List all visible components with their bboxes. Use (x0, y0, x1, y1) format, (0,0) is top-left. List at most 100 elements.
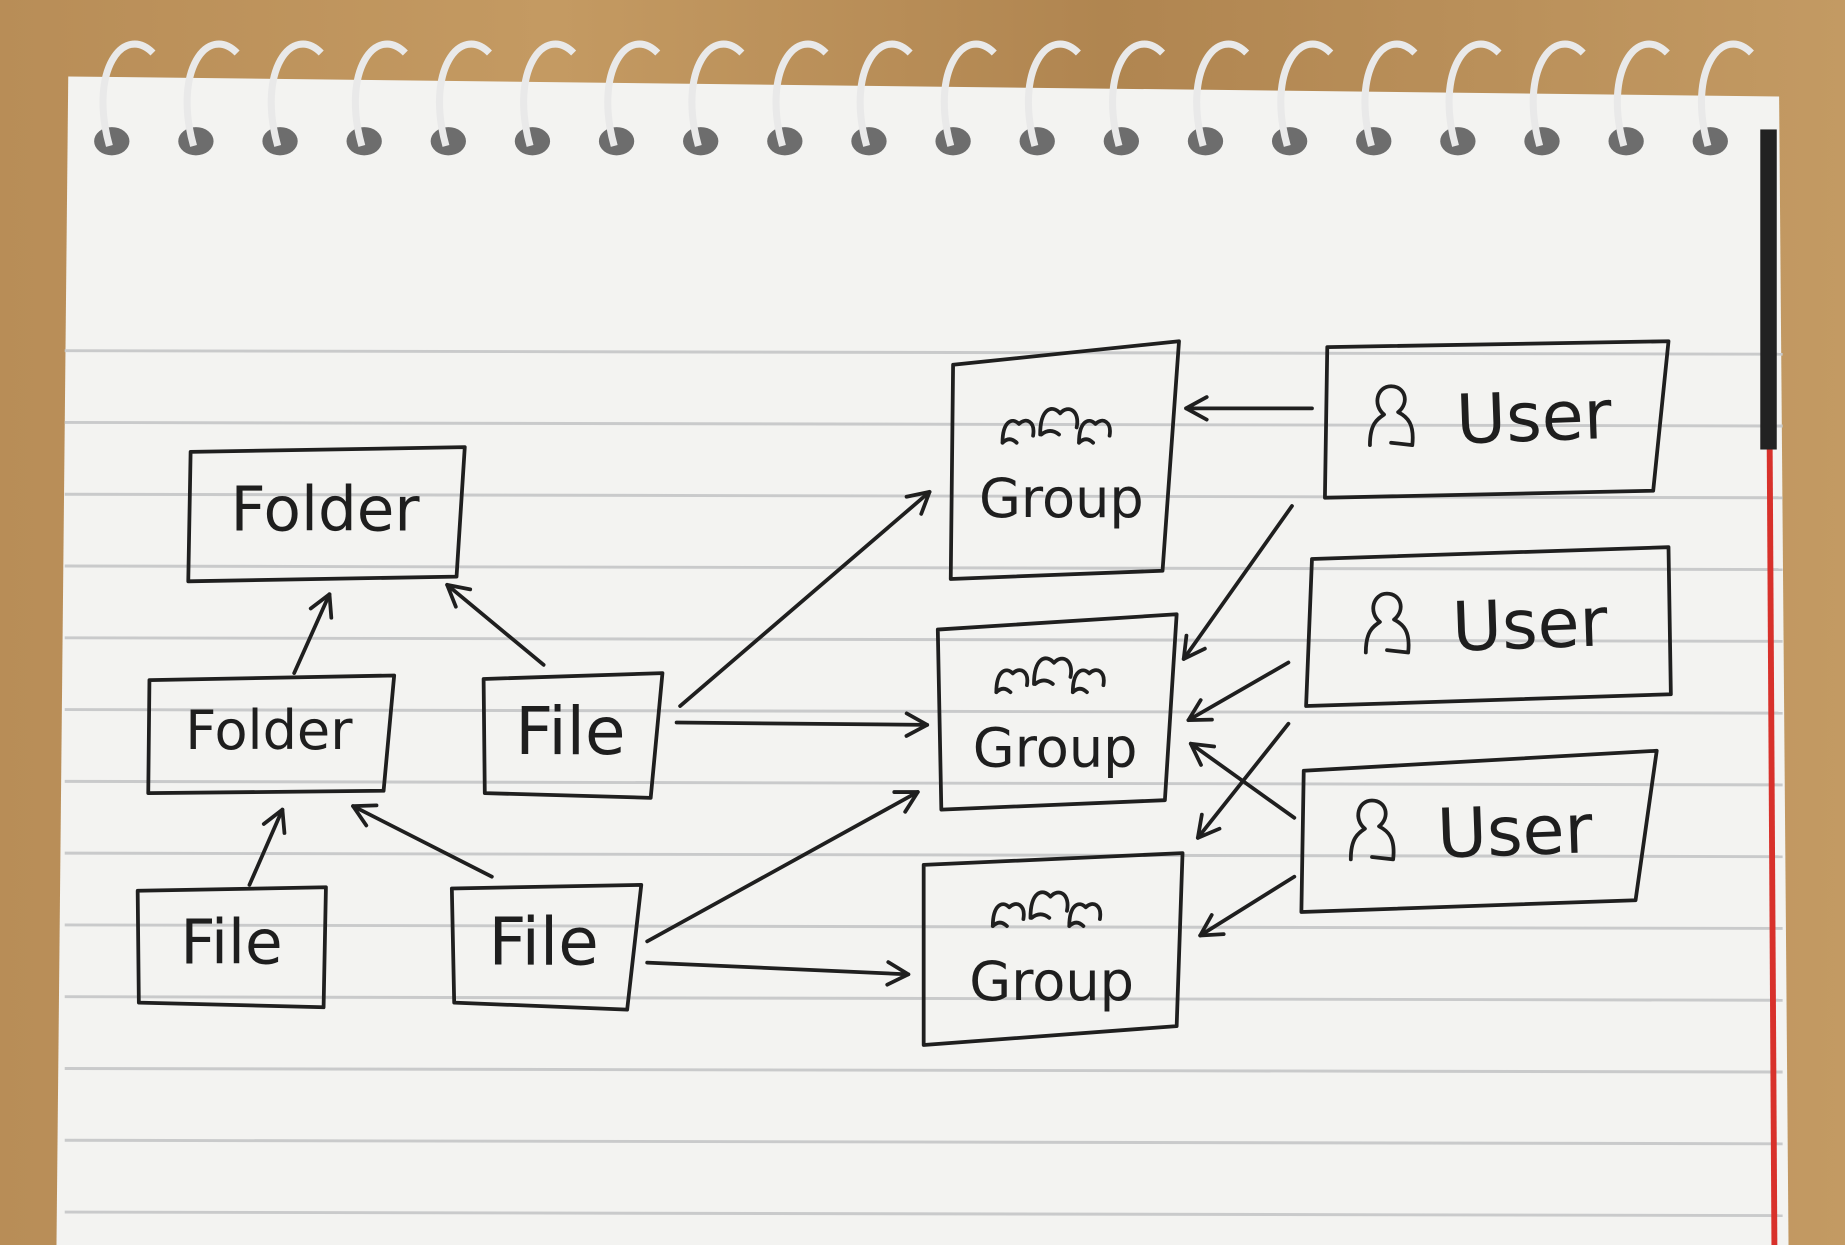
group-icon (990, 890, 1103, 928)
spiral-ring (604, 40, 661, 147)
arrow-line (674, 720, 930, 727)
edge-file-mid-to-folder-top (445, 582, 546, 667)
spiral-ring (1277, 40, 1334, 147)
folder-box (146, 673, 397, 796)
group-label: Group (973, 716, 1138, 779)
group-label: Group (969, 950, 1134, 1013)
node-file-bottom-left: File (135, 885, 328, 1010)
arrow-line (1181, 504, 1294, 661)
edge-user-3-to-group-3 (1198, 874, 1297, 938)
user-icon (1363, 591, 1411, 655)
node-group-3: Group (921, 851, 1185, 1047)
node-user-1: User (1323, 339, 1671, 500)
spiral-ring (183, 40, 240, 147)
spiral-ring (435, 40, 492, 147)
edge-file-bottom-mid-to-group-2 (645, 790, 920, 944)
arrowhead-icon (261, 807, 287, 835)
user-box (1299, 748, 1659, 914)
user-label: User (1451, 583, 1610, 667)
edge-file-bottom-left-to-folder-mid (247, 807, 287, 887)
group-icon (994, 656, 1106, 695)
edge-file-mid-to-group-2 (674, 711, 930, 738)
arrow-line (678, 489, 932, 708)
ruled-line (64, 1210, 1783, 1218)
file-box (481, 671, 665, 800)
file-label: File (180, 907, 282, 978)
arrowhead-icon (1195, 812, 1222, 840)
notebook-page (56, 76, 1789, 1245)
arrowhead-icon (1188, 741, 1217, 767)
arrowhead-icon (1198, 913, 1226, 938)
arrow-line (645, 790, 920, 944)
edge-user-2-to-group-2 (1186, 660, 1291, 723)
spiral-ring (1109, 40, 1166, 147)
spiral-ring (1529, 40, 1586, 147)
arrowhead-icon (308, 592, 334, 620)
ruled-line (64, 779, 1783, 787)
group-box (921, 851, 1185, 1047)
ruled-line (64, 708, 1783, 715)
edge-folder-mid-to-folder-top (292, 592, 334, 675)
file-label: File (515, 693, 625, 770)
arrowhead-icon (1184, 395, 1209, 422)
folder-label: Folder (185, 699, 353, 762)
spiral-ring (940, 40, 997, 147)
spiral-ring (1024, 40, 1081, 147)
arrowhead-icon (1186, 698, 1214, 723)
arrowhead-icon (885, 960, 911, 987)
spiral-ring (856, 40, 913, 147)
arrowhead-icon (1181, 633, 1207, 661)
file-box (135, 885, 328, 1010)
ruled-line (64, 349, 1783, 356)
node-group-1: Group (948, 339, 1181, 581)
arrow-line (1188, 741, 1297, 820)
black-edge-strip (1760, 129, 1777, 450)
user-box (1304, 545, 1673, 708)
edge-file-bottom-mid-to-group-3 (645, 960, 911, 987)
arrowhead-icon (445, 582, 473, 609)
file-box (449, 883, 644, 1012)
node-folder-mid: Folder (146, 673, 397, 796)
arrow-line (445, 582, 546, 667)
arrowhead-icon (351, 803, 379, 828)
spiral-ring (267, 40, 324, 147)
node-user-3: User (1299, 748, 1659, 914)
node-folder-top: Folder (186, 445, 467, 584)
margin-line (1766, 449, 1778, 1245)
ruled-line (64, 420, 1783, 428)
arrowhead-icon (892, 790, 920, 814)
arrow-line (351, 804, 494, 879)
arrow-line (247, 807, 285, 887)
node-user-2: User (1304, 545, 1673, 708)
folder-label: Folder (231, 475, 421, 546)
spiral-binding (94, 40, 1754, 156)
ruled-line (64, 564, 1783, 572)
spiral-ring (520, 40, 577, 147)
arrowhead-icon (904, 489, 932, 516)
spiral-ring (1613, 40, 1670, 147)
spiral-ring (1193, 40, 1250, 147)
spiral-ring (351, 40, 408, 147)
arrow-line (1186, 660, 1291, 723)
arrow-line (645, 960, 911, 977)
spiral-ring (772, 40, 829, 147)
folder-box (186, 445, 467, 584)
group-box (948, 339, 1181, 581)
node-group-2: Group (935, 612, 1179, 812)
spiral-ring (1361, 40, 1418, 147)
file-label: File (489, 904, 599, 981)
user-icon (1368, 384, 1415, 447)
spiral-ring (99, 40, 156, 147)
edge-user-1-to-group-2 (1181, 504, 1294, 661)
user-label: User (1455, 376, 1614, 460)
edge-file-bottom-mid-to-folder-mid (351, 803, 494, 879)
group-box (935, 612, 1179, 812)
edge-user-3-to-group-2 (1188, 741, 1297, 820)
ruled-line (64, 1138, 1783, 1146)
node-file-mid: File (481, 671, 665, 800)
arrowhead-icon (904, 711, 930, 738)
ruled-line (64, 636, 1783, 643)
user-icon (1348, 798, 1396, 862)
group-icon (1000, 407, 1112, 445)
